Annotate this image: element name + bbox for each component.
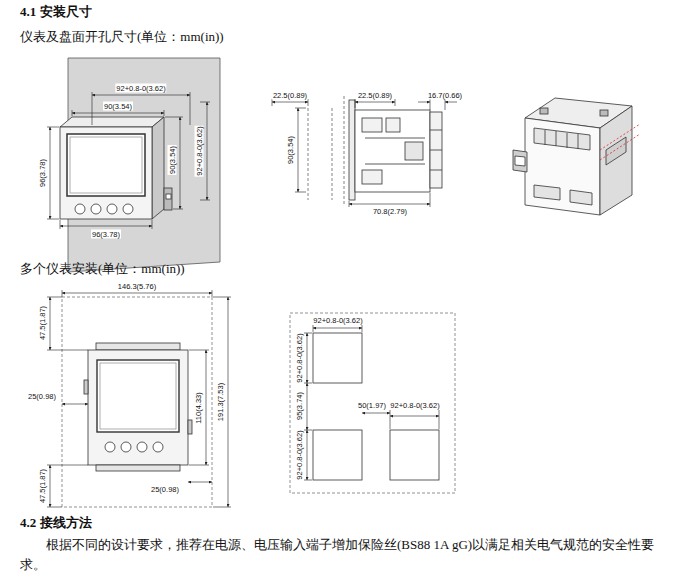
- dimension-label: 47.5(1.87): [38, 468, 47, 504]
- dimension-label: 92+0.8-0(3.62): [195, 125, 204, 176]
- section-heading: 4.1 安装尺寸: [20, 3, 92, 21]
- dimension-label: 96(3.78): [91, 230, 121, 239]
- subheading: 多个仪表安装(单位：mm(in)): [20, 260, 185, 278]
- dimension-lines: [272, 99, 457, 207]
- rear-view: [513, 98, 640, 215]
- dimension-label: 70.8(2.79): [372, 207, 408, 216]
- dimension-label: 25(0.98): [27, 392, 57, 401]
- body-text: 根据不同的设计要求，推荐在电源、电压输入端子增加保险丝(BS88 1A gG)以…: [20, 535, 680, 575]
- dimension-label: 92+0.8-0(3.62): [115, 84, 166, 93]
- side-view: [308, 96, 442, 206]
- dimension-label: 22.5(0.89): [357, 91, 393, 100]
- meter-in-panel: [60, 58, 220, 272]
- dimension-label: 92+0.8-0(3.62): [389, 401, 440, 410]
- dimension-label: 50(1.97): [357, 401, 387, 410]
- dimension-label: 96(3.78): [38, 158, 47, 188]
- dimension-lines: [47, 290, 231, 507]
- dimension-label: 110(4.33): [194, 391, 203, 425]
- dimension-label: 191.3(7.53): [216, 382, 225, 422]
- dimension-label: 47.5(1.87): [38, 305, 47, 341]
- subheading: 仪表及盘面开孔尺寸(单位：mm(in)): [20, 28, 224, 46]
- dimension-label: 90(3.54): [103, 102, 133, 111]
- dimension-label: 90(3.54): [286, 135, 295, 165]
- dimension-label: 146.3(5.76): [117, 282, 157, 291]
- dimension-label: 16.7(0.66): [427, 91, 463, 100]
- dimension-label: 95(3.74): [295, 391, 304, 421]
- dimension-label: 92+0.8-0(3.62): [295, 429, 304, 480]
- dimension-lines: [47, 92, 210, 229]
- cutout-layout: [290, 313, 455, 493]
- dimension-label: 25(0.98): [150, 485, 180, 494]
- dimension-label: 22.5(0.89): [272, 91, 308, 100]
- multi-install-front: [62, 297, 212, 507]
- section-heading: 4.2 接线方法: [20, 514, 92, 532]
- dimension-label: 90(3.54): [168, 145, 177, 175]
- dimension-label: 92+0.8-0(3.62): [312, 316, 363, 325]
- dimension-label: 92+0.8-0(3.62): [295, 332, 304, 383]
